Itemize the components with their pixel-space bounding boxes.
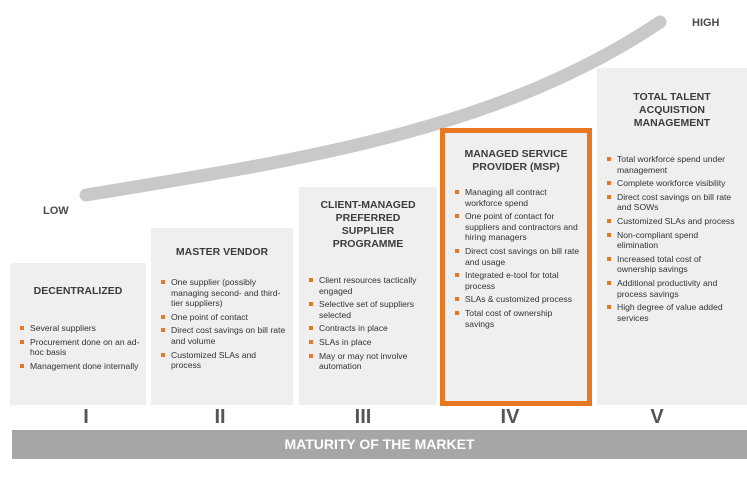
list-item: One point of contact: [159, 312, 287, 323]
stage-msp: MANAGED SERVICE PROVIDER (MSP) Managing …: [445, 133, 587, 401]
stage-client-managed-psp: CLIENT-MANAGED PREFERRED SUPPLIER PROGRA…: [299, 187, 437, 405]
list-item: Total workforce spend under management: [605, 154, 741, 175]
stage-items: Client resources tactically engaged Sele…: [307, 275, 431, 375]
stage-items: Total workforce spend under management C…: [605, 154, 741, 326]
numeral-stage-1: I: [83, 406, 89, 428]
list-item: Management done internally: [18, 361, 140, 372]
list-item: One point of contact for suppliers and c…: [453, 211, 581, 243]
list-item: Direct cost savings on bill rate and SOW…: [605, 192, 741, 213]
numeral-stage-4: IV: [500, 406, 520, 428]
stage-title: CLIENT-MANAGED PREFERRED SUPPLIER PROGRA…: [320, 199, 416, 250]
stage-title: MANAGED SERVICE PROVIDER (MSP): [464, 148, 568, 173]
stage-title: MASTER VENDOR: [175, 246, 269, 258]
low-label: LOW: [43, 205, 69, 217]
numeral-stage-2: II: [214, 406, 226, 428]
list-item: Several suppliers: [18, 323, 140, 334]
list-item: Selective set of suppliers selected: [307, 299, 431, 320]
list-item: Procurement done on an ad-hoc basis: [18, 337, 140, 358]
list-item: Direct cost savings on bill rate and vol…: [159, 325, 287, 346]
stage-title: DECENTRALIZED: [33, 285, 123, 297]
numeral-stage-5: V: [650, 406, 664, 428]
list-item: Additional productivity and process savi…: [605, 278, 741, 299]
list-item: May or may not involve automation: [307, 351, 431, 372]
list-item: Customized SLAs and process: [605, 216, 741, 227]
high-label: HIGH: [692, 17, 720, 29]
msp-highlight-frame: [440, 128, 592, 406]
stage-master-vendor: MASTER VENDOR One supplier (possibly man…: [151, 228, 293, 405]
stage-items: One supplier (possibly managing second- …: [159, 277, 287, 374]
list-item: Total cost of ownership savings: [453, 308, 581, 329]
stage-items: Managing all contract workforce spend On…: [453, 187, 581, 332]
maturity-bar: MATURITY OF THE MARKET: [12, 430, 747, 459]
list-item: Integrated e-tool for total process: [453, 270, 581, 291]
list-item: Direct cost savings on bill rate and usa…: [453, 246, 581, 267]
list-item: One supplier (possibly managing second- …: [159, 277, 287, 309]
numeral-stage-3: III: [354, 406, 372, 428]
list-item: Increased total cost of ownership saving…: [605, 254, 741, 275]
list-item: Client resources tactically engaged: [307, 275, 431, 296]
list-item: Contracts in place: [307, 323, 431, 334]
stage-title: TOTAL TALENT ACQUISTION MANAGEMENT: [633, 91, 711, 129]
list-item: Managing all contract workforce spend: [453, 187, 581, 208]
stage-decentralized: DECENTRALIZED Several suppliers Procurem…: [10, 263, 146, 405]
list-item: SLAs & customized process: [453, 294, 581, 305]
list-item: Customized SLAs and process: [159, 350, 287, 371]
list-item: Non-compliant spend elimination: [605, 230, 741, 251]
list-item: High degree of value added services: [605, 302, 741, 323]
list-item: SLAs in place: [307, 337, 431, 348]
stage-total-talent-acquisition: TOTAL TALENT ACQUISTION MANAGEMENT Total…: [597, 68, 747, 405]
stage-items: Several suppliers Procurement done on an…: [18, 323, 140, 374]
list-item: Complete workforce visibility: [605, 178, 741, 189]
